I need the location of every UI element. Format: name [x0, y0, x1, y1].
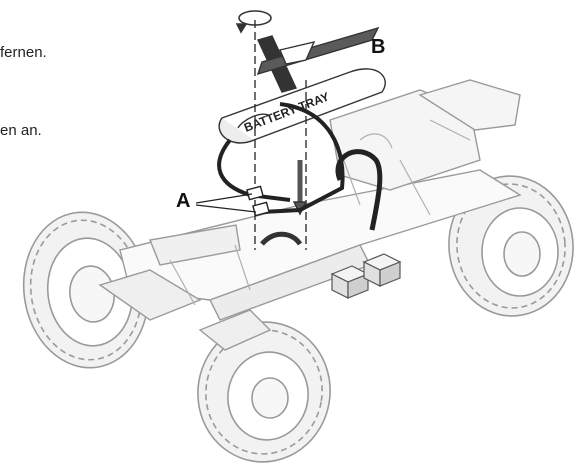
callout-label-b: B — [371, 36, 386, 58]
mounting-blocks — [330, 253, 402, 299]
suspension-details — [169, 119, 471, 306]
insert-arrow-icon — [260, 231, 303, 246]
wire-connectors — [246, 185, 270, 217]
callout-a-leaders — [195, 193, 257, 213]
guide-lines — [254, 20, 308, 250]
wire-loop — [335, 149, 383, 231]
callout-label-a: A — [176, 190, 191, 212]
battery-strap — [256, 26, 380, 93]
front-right-wheel — [448, 175, 574, 317]
battery-pack — [218, 68, 386, 144]
rear-left-wheel — [197, 321, 331, 463]
chassis — [98, 79, 522, 351]
rotation-arrow-icon — [235, 10, 272, 34]
instruction-text-fragment-2: en an. — [0, 122, 42, 139]
instruction-text-fragment-1: fernen. — [0, 44, 47, 61]
